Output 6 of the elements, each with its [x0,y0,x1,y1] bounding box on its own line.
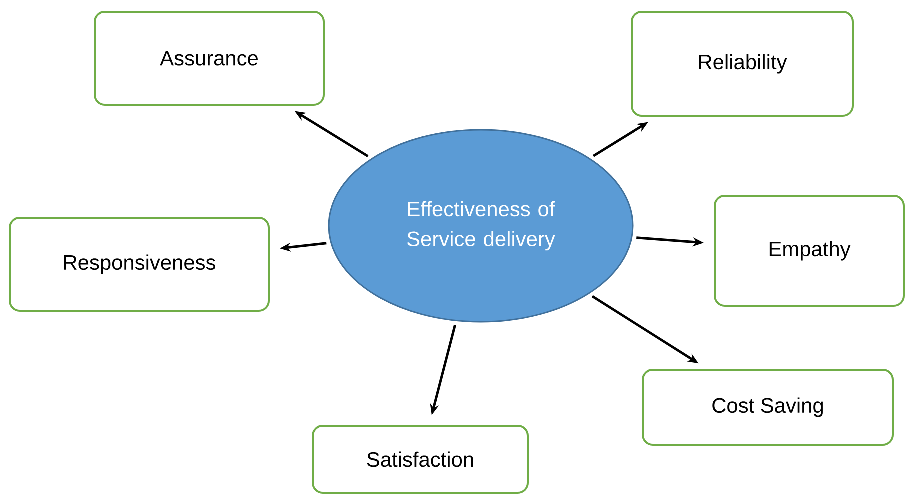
factor-box: Satisfaction [312,424,529,494]
factor-box: Assurance [94,11,325,106]
factor-box: Responsiveness [9,216,270,312]
factor-box: Reliability [631,11,854,117]
factor-box: Cost Saving [642,368,894,446]
factor-box: Empathy [714,194,905,307]
